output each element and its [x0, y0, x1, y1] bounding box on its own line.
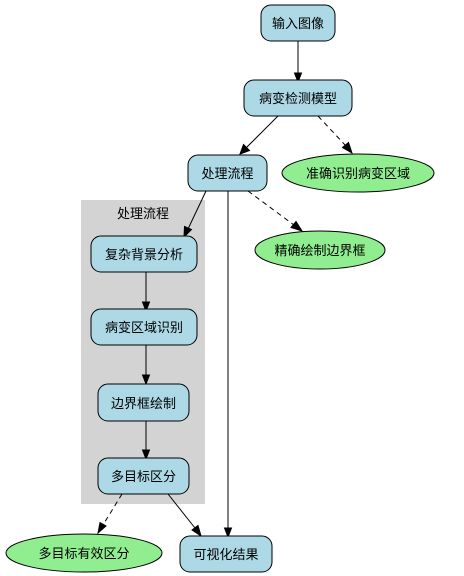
- arrowhead: [223, 527, 233, 539]
- node-lesion-detection-model: 病变检测模型: [243, 79, 353, 117]
- edges: [97, 41, 353, 539]
- node-lesion-region-recognition: 病变区域识别: [90, 308, 198, 346]
- edge-process-to-complex: [187, 190, 207, 230]
- arrowhead: [141, 449, 151, 461]
- outcome-accurate-lesion-region-label: 准确识别病变区域: [306, 166, 410, 182]
- outcome-accurate-lesion-region: 准确识别病变区域: [281, 153, 435, 193]
- arrowhead: [183, 225, 193, 239]
- arrowhead: [290, 220, 304, 232]
- outcome-precise-bounding-box-label: 精确绘制边界框: [274, 244, 365, 259]
- arrowhead: [141, 301, 151, 313]
- edge-model-to-process: [245, 115, 279, 149]
- node-lesion-detection-model-label: 病变检测模型: [259, 91, 337, 107]
- arrowhead: [191, 524, 202, 538]
- arrowhead: [141, 374, 151, 386]
- node-bounding-box-drawing: 边界框绘制: [97, 383, 190, 422]
- node-complex-background-analysis: 复杂背景分析: [90, 235, 198, 273]
- node-complex-background-analysis-label: 复杂背景分析: [105, 248, 183, 263]
- node-multi-target-distinction-label: 多目标区分: [111, 469, 176, 485]
- node-visualization-result-label: 可视化结果: [193, 548, 258, 563]
- outcome-multi-target-effective: 多目标有效区分: [5, 533, 163, 573]
- arrowhead: [293, 72, 303, 84]
- edge-process-to-precise: [247, 190, 295, 226]
- node-process-flow-label: 处理流程: [201, 167, 253, 182]
- node-bounding-box-drawing-label: 边界框绘制: [111, 397, 176, 412]
- arrowhead: [239, 143, 251, 155]
- outcome-precise-bounding-box: 精确绘制边界框: [254, 230, 386, 270]
- edge-multi-to-efficient: [102, 493, 123, 526]
- outcome-multi-target-effective-label: 多目标有效区分: [38, 546, 129, 562]
- cluster-title: 处理流程: [117, 207, 169, 222]
- node-input-image: 输入图像: [260, 4, 336, 42]
- node-multi-target-distinction: 多目标区分: [97, 457, 190, 495]
- node-input-image-label: 输入图像: [272, 16, 324, 32]
- node-lesion-region-recognition-label: 病变区域识别: [105, 320, 183, 336]
- arrowhead: [341, 141, 353, 155]
- node-process-flow: 处理流程: [187, 154, 268, 192]
- arrowhead: [97, 521, 107, 535]
- node-visualization-result: 可视化结果: [179, 535, 273, 573]
- edge-model-to-accurate: [317, 115, 347, 147]
- edge-multi-to-result: [167, 493, 196, 529]
